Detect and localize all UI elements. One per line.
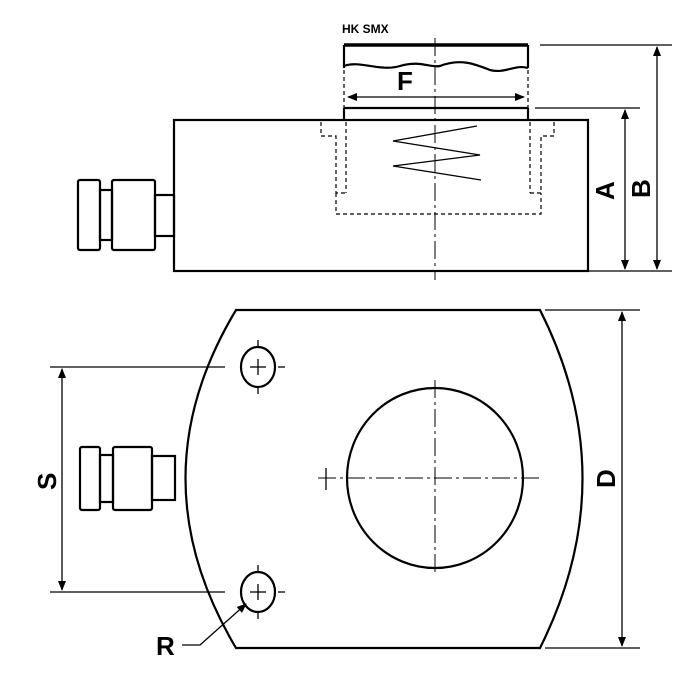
dimension-d-label: D: [591, 469, 621, 488]
mounting-hole-top: [239, 340, 285, 394]
hydraulic-coupler-top-view: [78, 445, 177, 512]
top-view: S D R: [32, 308, 640, 661]
mounting-hole-bottom: [239, 565, 285, 619]
side-view: F A B: [76, 38, 672, 280]
spring: [392, 125, 482, 181]
dimension-r-label: R: [156, 631, 175, 661]
dimension-a-label: A: [590, 181, 620, 200]
dimension-b-label: B: [626, 179, 656, 198]
dimension-f-label: F: [397, 66, 413, 96]
dimension-s-label: S: [32, 473, 62, 490]
dimension-r-leader: [182, 603, 247, 646]
hidden-bore: [320, 122, 555, 215]
hydraulic-coupler: [76, 178, 176, 252]
cylinder-body: [172, 118, 590, 273]
base-plate: [184, 308, 584, 650]
model-title: HK SMX: [342, 22, 389, 36]
piston: [342, 43, 530, 120]
